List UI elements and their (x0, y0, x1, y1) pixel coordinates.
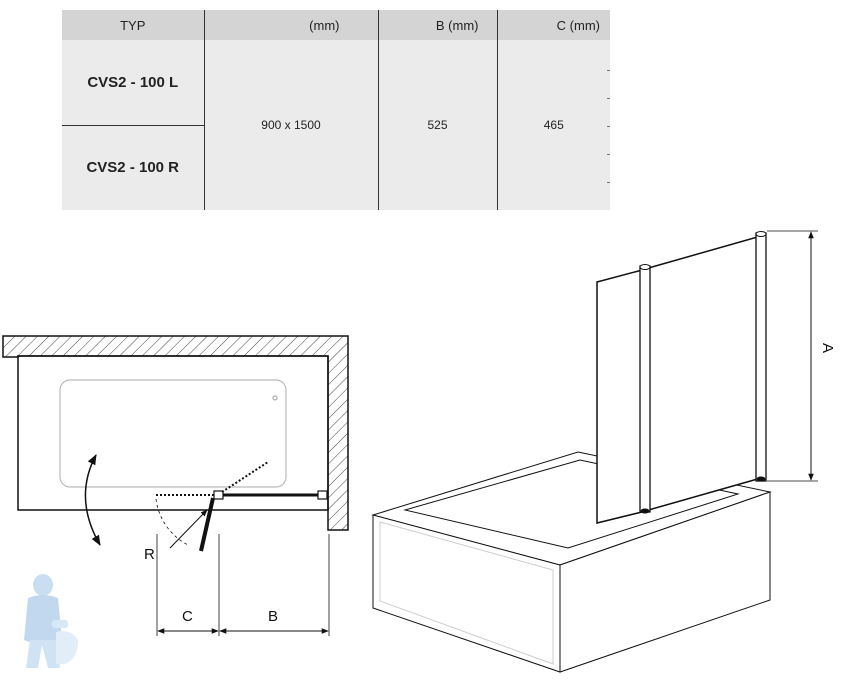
model-cell-left: CVS2 - 100 L (62, 40, 204, 126)
profile-cap-icon (755, 231, 767, 237)
size-c-cell: 465 (496, 40, 610, 210)
hinge-icon (213, 490, 224, 500)
bathtub-basin (403, 459, 740, 549)
dimension-c-label: C (182, 608, 193, 625)
spec-table: TYP (mm) B (mm) C (mm) CVS2 - 100 L 900 … (62, 10, 610, 210)
hatched-wall (2, 335, 349, 531)
table-edge-tick (607, 98, 610, 99)
tub-basin (59, 379, 287, 488)
bathtub-front-inner (379, 521, 554, 665)
table-edge-tick (607, 182, 610, 183)
table-edge-tick (607, 70, 610, 71)
rotation-arrow-icon (84, 454, 101, 546)
table-row: CVS2 - 100 L 900 x 1500 525 465 (62, 40, 610, 210)
tub-outline (17, 355, 329, 511)
table-header-row: TYP (mm) B (mm) C (mm) (62, 10, 610, 40)
swing-panel-position (199, 497, 215, 552)
glass-panel-swing (596, 268, 647, 524)
table-edge-tick (607, 154, 610, 155)
radius-label: R (144, 546, 155, 563)
glass-panel-fixed (644, 235, 762, 512)
header-a-mm: (mm) (203, 10, 378, 40)
isometric-view (371, 230, 818, 673)
swing-arc (155, 498, 189, 546)
size-b-cell: 525 (377, 40, 497, 210)
plumber-mascot-logo (24, 574, 78, 668)
bathtub-side (559, 491, 771, 673)
size-a-cell: 900 x 1500 (203, 40, 378, 210)
table-edge-tick (607, 126, 610, 127)
profile-foot-icon (640, 508, 650, 514)
radius-line (169, 509, 208, 549)
swing-panel-open-dotted (221, 461, 269, 493)
table-row: CVS2 - 100 R (62, 125, 610, 210)
profile-cap-icon (639, 264, 651, 270)
wall-profile (317, 490, 328, 500)
dimension-b-label: B (268, 608, 278, 625)
header-c-mm: C (mm) (496, 10, 610, 40)
hinge-profile-iso (639, 265, 651, 513)
header-b-mm: B (mm) (377, 10, 497, 40)
wall-profile-iso (755, 232, 767, 482)
drain-icon (272, 395, 278, 401)
header-typ: TYP (62, 10, 204, 40)
profile-foot-icon (756, 476, 766, 482)
plan-view: R C B (2, 335, 349, 636)
dimension-a-label: A (819, 343, 836, 353)
model-cell-right: CVS2 - 100 R (86, 159, 180, 177)
